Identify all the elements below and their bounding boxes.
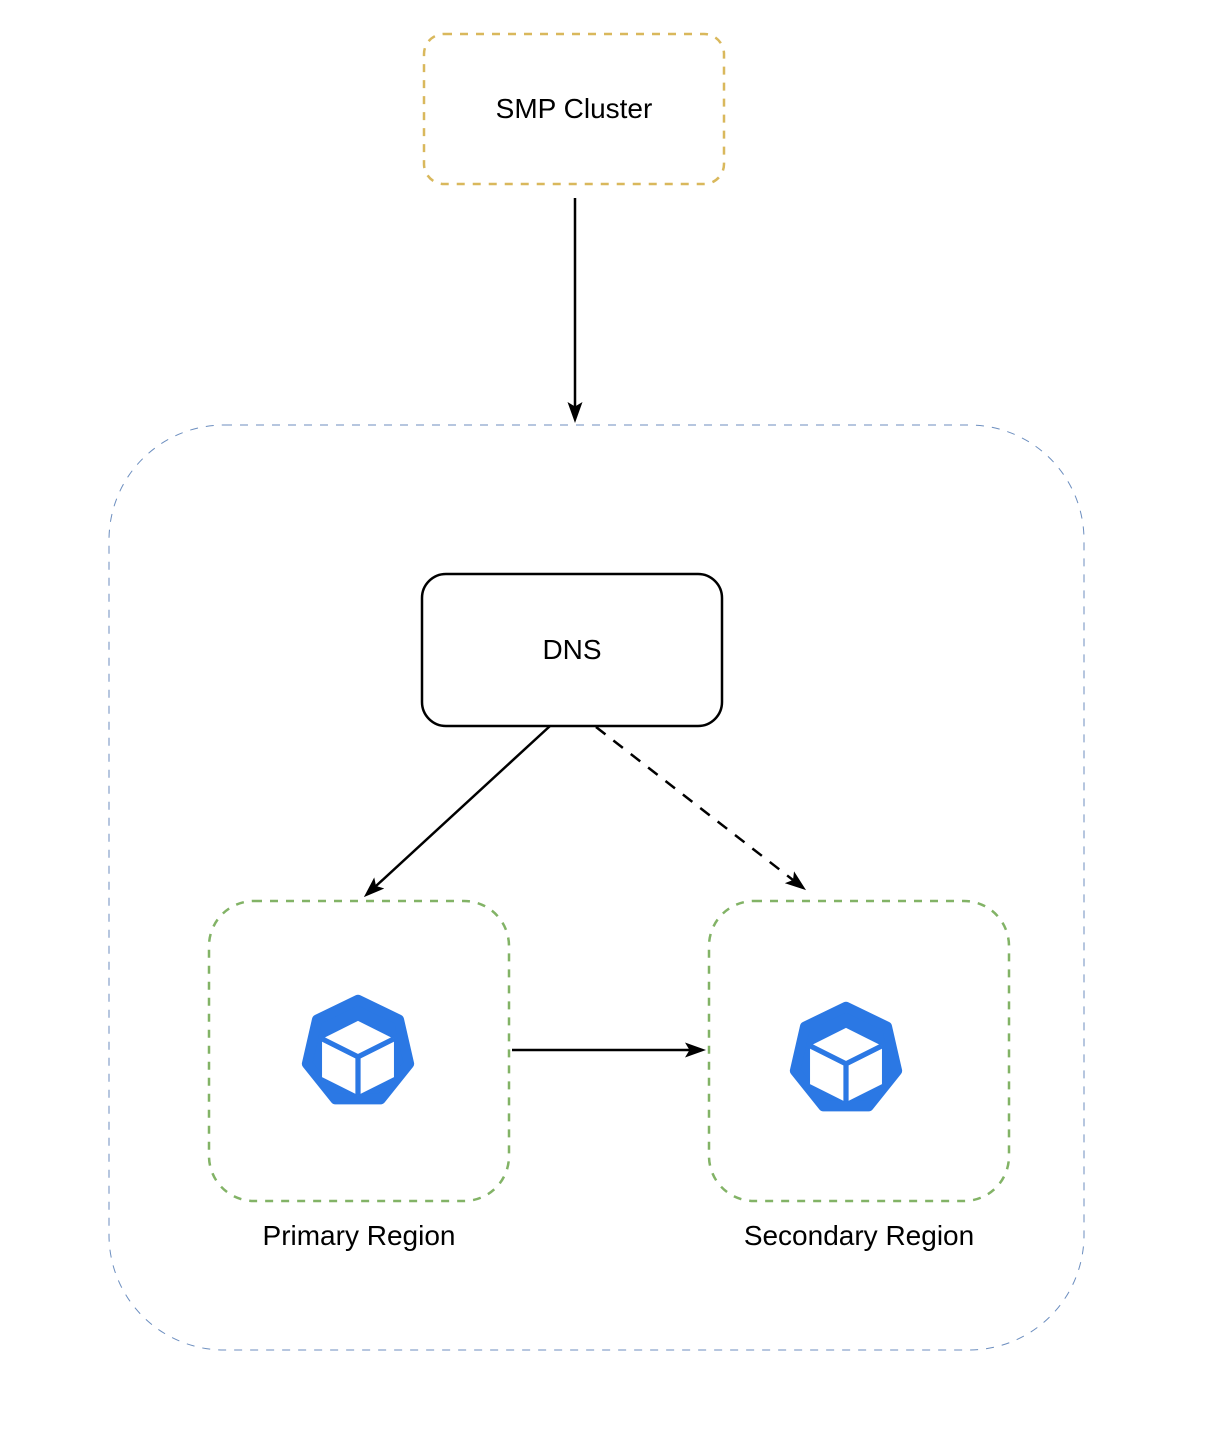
primary-region-label: Primary Region: [262, 1220, 456, 1252]
region-boundary-box: [108, 424, 1085, 1351]
edge-dns-to-secondary: [595, 726, 807, 891]
dns-label: DNS: [542, 634, 602, 666]
secondary-region-label: Secondary Region: [743, 1220, 975, 1252]
cluster-cube-icon: [301, 994, 415, 1105]
cluster-cube-icon: [789, 1001, 903, 1112]
smp-cluster-label: SMP Cluster: [495, 93, 653, 125]
smp-cluster-box: [422, 32, 726, 186]
dns-box: [420, 572, 724, 728]
edge-dns-to-primary: [363, 725, 551, 898]
